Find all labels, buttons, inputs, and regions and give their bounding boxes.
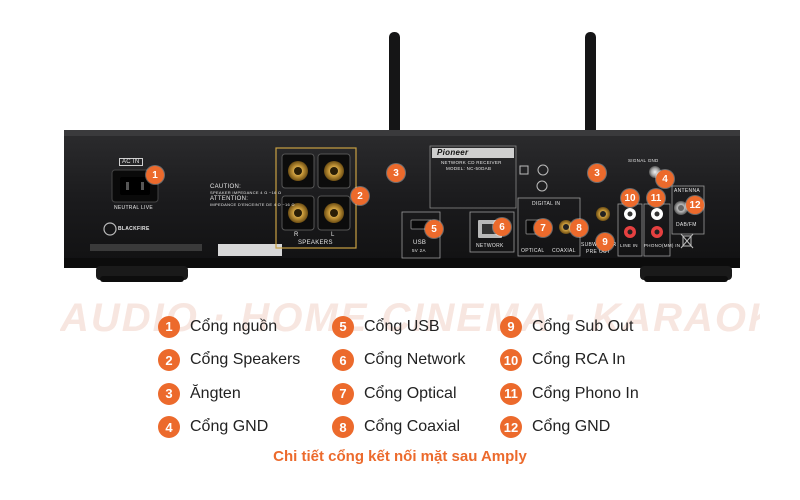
legend-number: 6 <box>332 349 354 372</box>
legend-label: Cổng RCA In <box>532 351 626 369</box>
marker-10: 10 <box>621 189 639 207</box>
legend-item: 4 Cổng GND <box>158 411 300 445</box>
phono-label: PHONO(MM) IN <box>644 243 681 248</box>
legend-label: Cổng Coaxial <box>364 418 461 436</box>
marker-9: 9 <box>596 233 614 251</box>
attention-text: IMPEDANCE D'ENCEINTE DE 4 Ω ~16 Ω <box>210 202 295 207</box>
network-label: NETWORK <box>476 243 504 249</box>
marker-12: 12 <box>686 196 704 214</box>
legend-item: 3 Ăngten <box>158 377 300 411</box>
legend-column-3: 9 Cổng Sub Out 10 Cổng RCA In 11 Cổng Phono… <box>500 310 639 444</box>
serial-plate <box>90 244 202 251</box>
legend-item: 12 Cổng GND <box>500 411 639 445</box>
legend-label: Cổng nguồn <box>190 317 278 335</box>
legend-label: Cổng Speakers <box>190 351 301 369</box>
figure-caption: Chi tiết cổng kết nối mặt sau Amply <box>273 448 527 465</box>
legend-label: Cổng Sub Out <box>532 317 634 335</box>
marker-3-right: 3 <box>588 164 606 182</box>
legend-label: Cổng GND <box>190 418 269 436</box>
pioneer-logo: Pioneer <box>437 148 469 157</box>
model-line-2: MODEL: NC-50DAB <box>446 166 492 171</box>
legend-number: 1 <box>158 315 180 338</box>
marker-5: 5 <box>425 220 443 238</box>
marker-6: 6 <box>493 218 511 236</box>
legend-label: Cổng GND <box>532 418 611 436</box>
usb-rating: 5V 2A <box>412 248 426 253</box>
legend-item: 5 Cổng USB <box>332 310 465 344</box>
network-port-frame <box>469 211 515 253</box>
port-legend: 1 Cổng nguồn 2 Cổng Speakers 3 Ăngten 4 Cổng… <box>158 310 758 440</box>
legend-number: 12 <box>500 416 522 439</box>
marker-3-left: 3 <box>387 164 405 182</box>
legend-item: 1 Cổng nguồn <box>158 310 300 344</box>
legend-number: 8 <box>332 416 354 439</box>
amplifier-rear-panel <box>64 32 740 282</box>
caution-label: CAUTION: <box>210 184 242 190</box>
blackfire-logo-icon <box>103 222 117 236</box>
legend-number: 2 <box>158 349 180 372</box>
speakers-label: SPEAKERS <box>298 240 333 246</box>
antenna-label: ANTENNA <box>674 188 700 194</box>
legend-column-1: 1 Cổng nguồn 2 Cổng Speakers 3 Ăngten 4 Cổng… <box>158 310 300 444</box>
pre-out-label: PRE OUT <box>586 249 611 255</box>
legend-label: Ăngten <box>190 384 241 402</box>
legend-number: 5 <box>332 315 354 338</box>
attention-label: ATTENTION: <box>210 196 249 202</box>
model-line-1: NETWORK CD RECEIVER <box>441 160 502 165</box>
legend-item: 9 Cổng Sub Out <box>500 310 639 344</box>
marker-7: 7 <box>534 219 552 237</box>
marker-4: 4 <box>656 170 674 188</box>
caution-text: SPEAKER IMPEDANCE 4 Ω ~16 Ω <box>210 190 282 195</box>
legend-item: 8 Cổng Coaxial <box>332 411 465 445</box>
weee-bin-icon <box>680 233 694 249</box>
speaker-r-label: R <box>294 232 299 238</box>
certification-icons <box>519 164 549 192</box>
optical-label: OPTICAL <box>521 248 545 254</box>
legend-number: 9 <box>500 315 522 338</box>
legend-label: Cổng USB <box>364 317 440 335</box>
legend-number: 4 <box>158 416 180 439</box>
legend-label: Cổng Optical <box>364 384 457 402</box>
marker-11: 11 <box>647 189 665 207</box>
legend-number: 11 <box>500 382 522 405</box>
legend-item: 2 Cổng Speakers <box>158 344 300 378</box>
marker-8: 8 <box>570 219 588 237</box>
ac-in-label: AC IN <box>119 158 143 166</box>
signal-gnd-label: SIGNAL GND <box>628 158 659 163</box>
legend-number: 10 <box>500 349 522 372</box>
legend-number: 3 <box>158 382 180 405</box>
model-label <box>429 145 517 209</box>
legend-item: 11 Cổng Phono In <box>500 377 639 411</box>
coaxial-label: COAXIAL <box>552 248 576 254</box>
usb-label: USB <box>413 240 427 246</box>
blackfire-label: BLACKFIRE <box>118 226 150 232</box>
digital-in-label: DIGITAL IN <box>532 201 561 207</box>
legend-number: 7 <box>332 382 354 405</box>
dab-fm-label: DAB/FM <box>676 222 697 228</box>
speaker-l-label: L <box>331 232 335 238</box>
line-in-jacks <box>617 203 643 257</box>
neutral-live-label: NEUTRAL LIVE <box>114 205 153 211</box>
marker-1: 1 <box>146 166 164 184</box>
legend-item: 6 Cổng Network <box>332 344 465 378</box>
legend-item: 10 Cổng RCA In <box>500 344 639 378</box>
antenna-frame <box>671 185 705 235</box>
speaker-terminals <box>281 153 351 231</box>
legend-item: 7 Cổng Optical <box>332 377 465 411</box>
line-in-label: LINE IN <box>620 243 638 248</box>
legend-label: Cổng Network <box>364 351 466 369</box>
marker-2: 2 <box>351 187 369 205</box>
legend-label: Cổng Phono In <box>532 384 639 402</box>
